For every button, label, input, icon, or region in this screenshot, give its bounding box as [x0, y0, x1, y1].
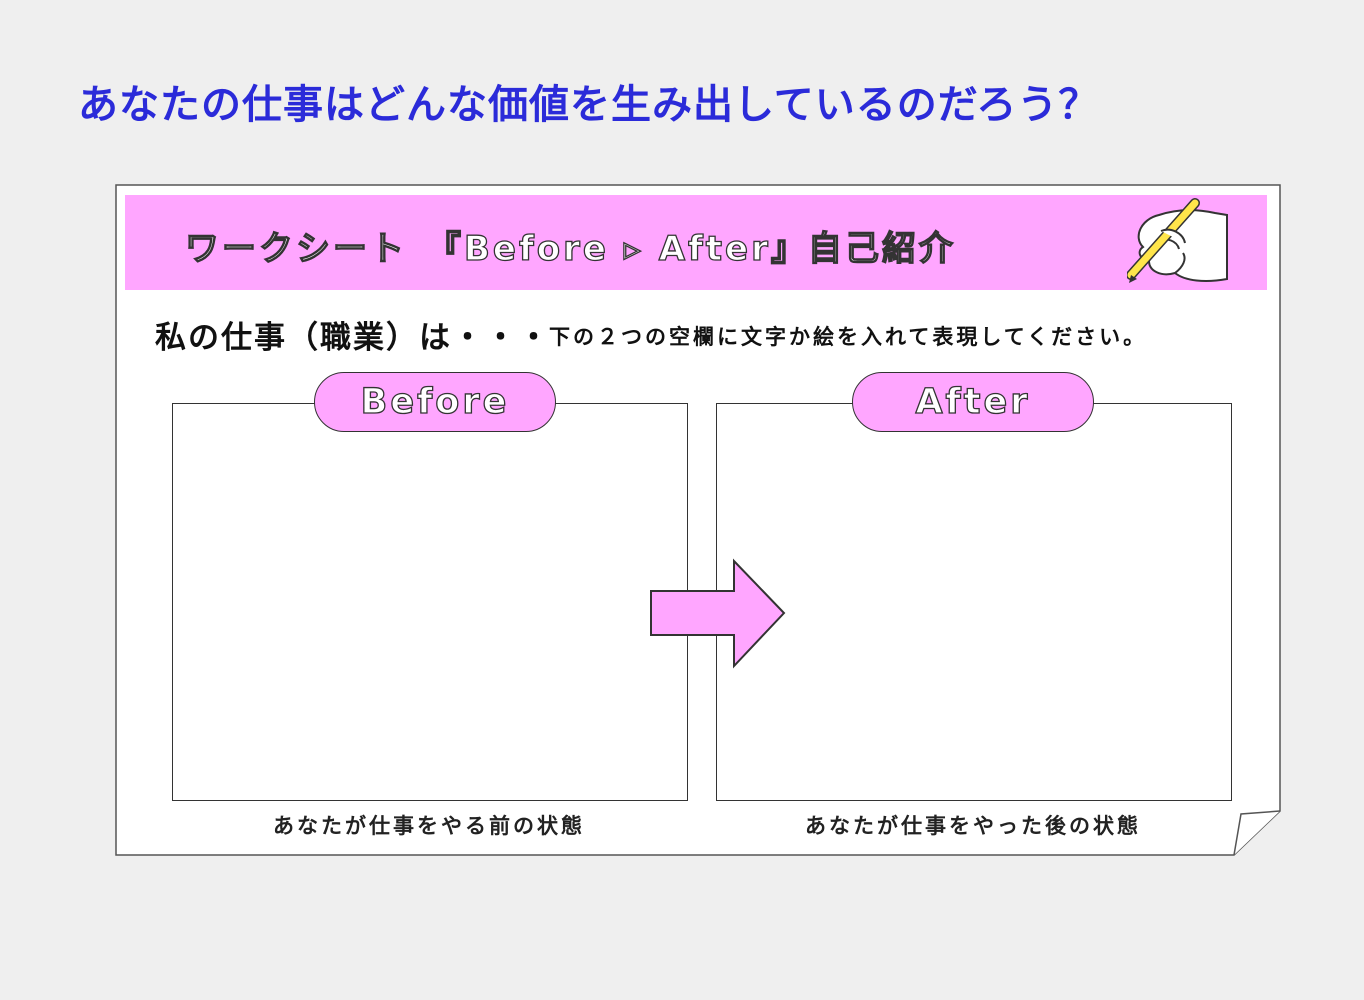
hand-pencil-icon — [1127, 198, 1228, 283]
page-title: あなたの仕事はどんな価値を生み出しているのだろう？ — [78, 82, 1100, 128]
worksheet-banner: ワークシート 『Before ▹ After』自己紹介 — [125, 195, 1267, 290]
after-label-pill: After — [852, 372, 1094, 432]
banner-title: ワークシート 『Before ▹ After』自己紹介 — [184, 228, 956, 269]
job-label: 私の仕事（職業）は・・・ — [155, 320, 551, 356]
before-input-box[interactable] — [172, 403, 688, 801]
instruction-text: 下の２つの空欄に文字か絵を入れて表現してください。 — [549, 325, 1148, 349]
before-label-pill: Before — [314, 372, 556, 432]
after-label: After — [915, 381, 1031, 422]
before-label: Before — [360, 381, 510, 422]
right-arrow-icon — [650, 558, 786, 669]
after-caption: あなたが仕事をやった後の状態 — [805, 814, 1141, 838]
before-caption: あなたが仕事をやる前の状態 — [273, 814, 585, 838]
after-input-box[interactable] — [716, 403, 1232, 801]
worksheet: ワークシート 『Before ▹ After』自己紹介 私の仕事（職業）は・・・… — [115, 184, 1281, 856]
